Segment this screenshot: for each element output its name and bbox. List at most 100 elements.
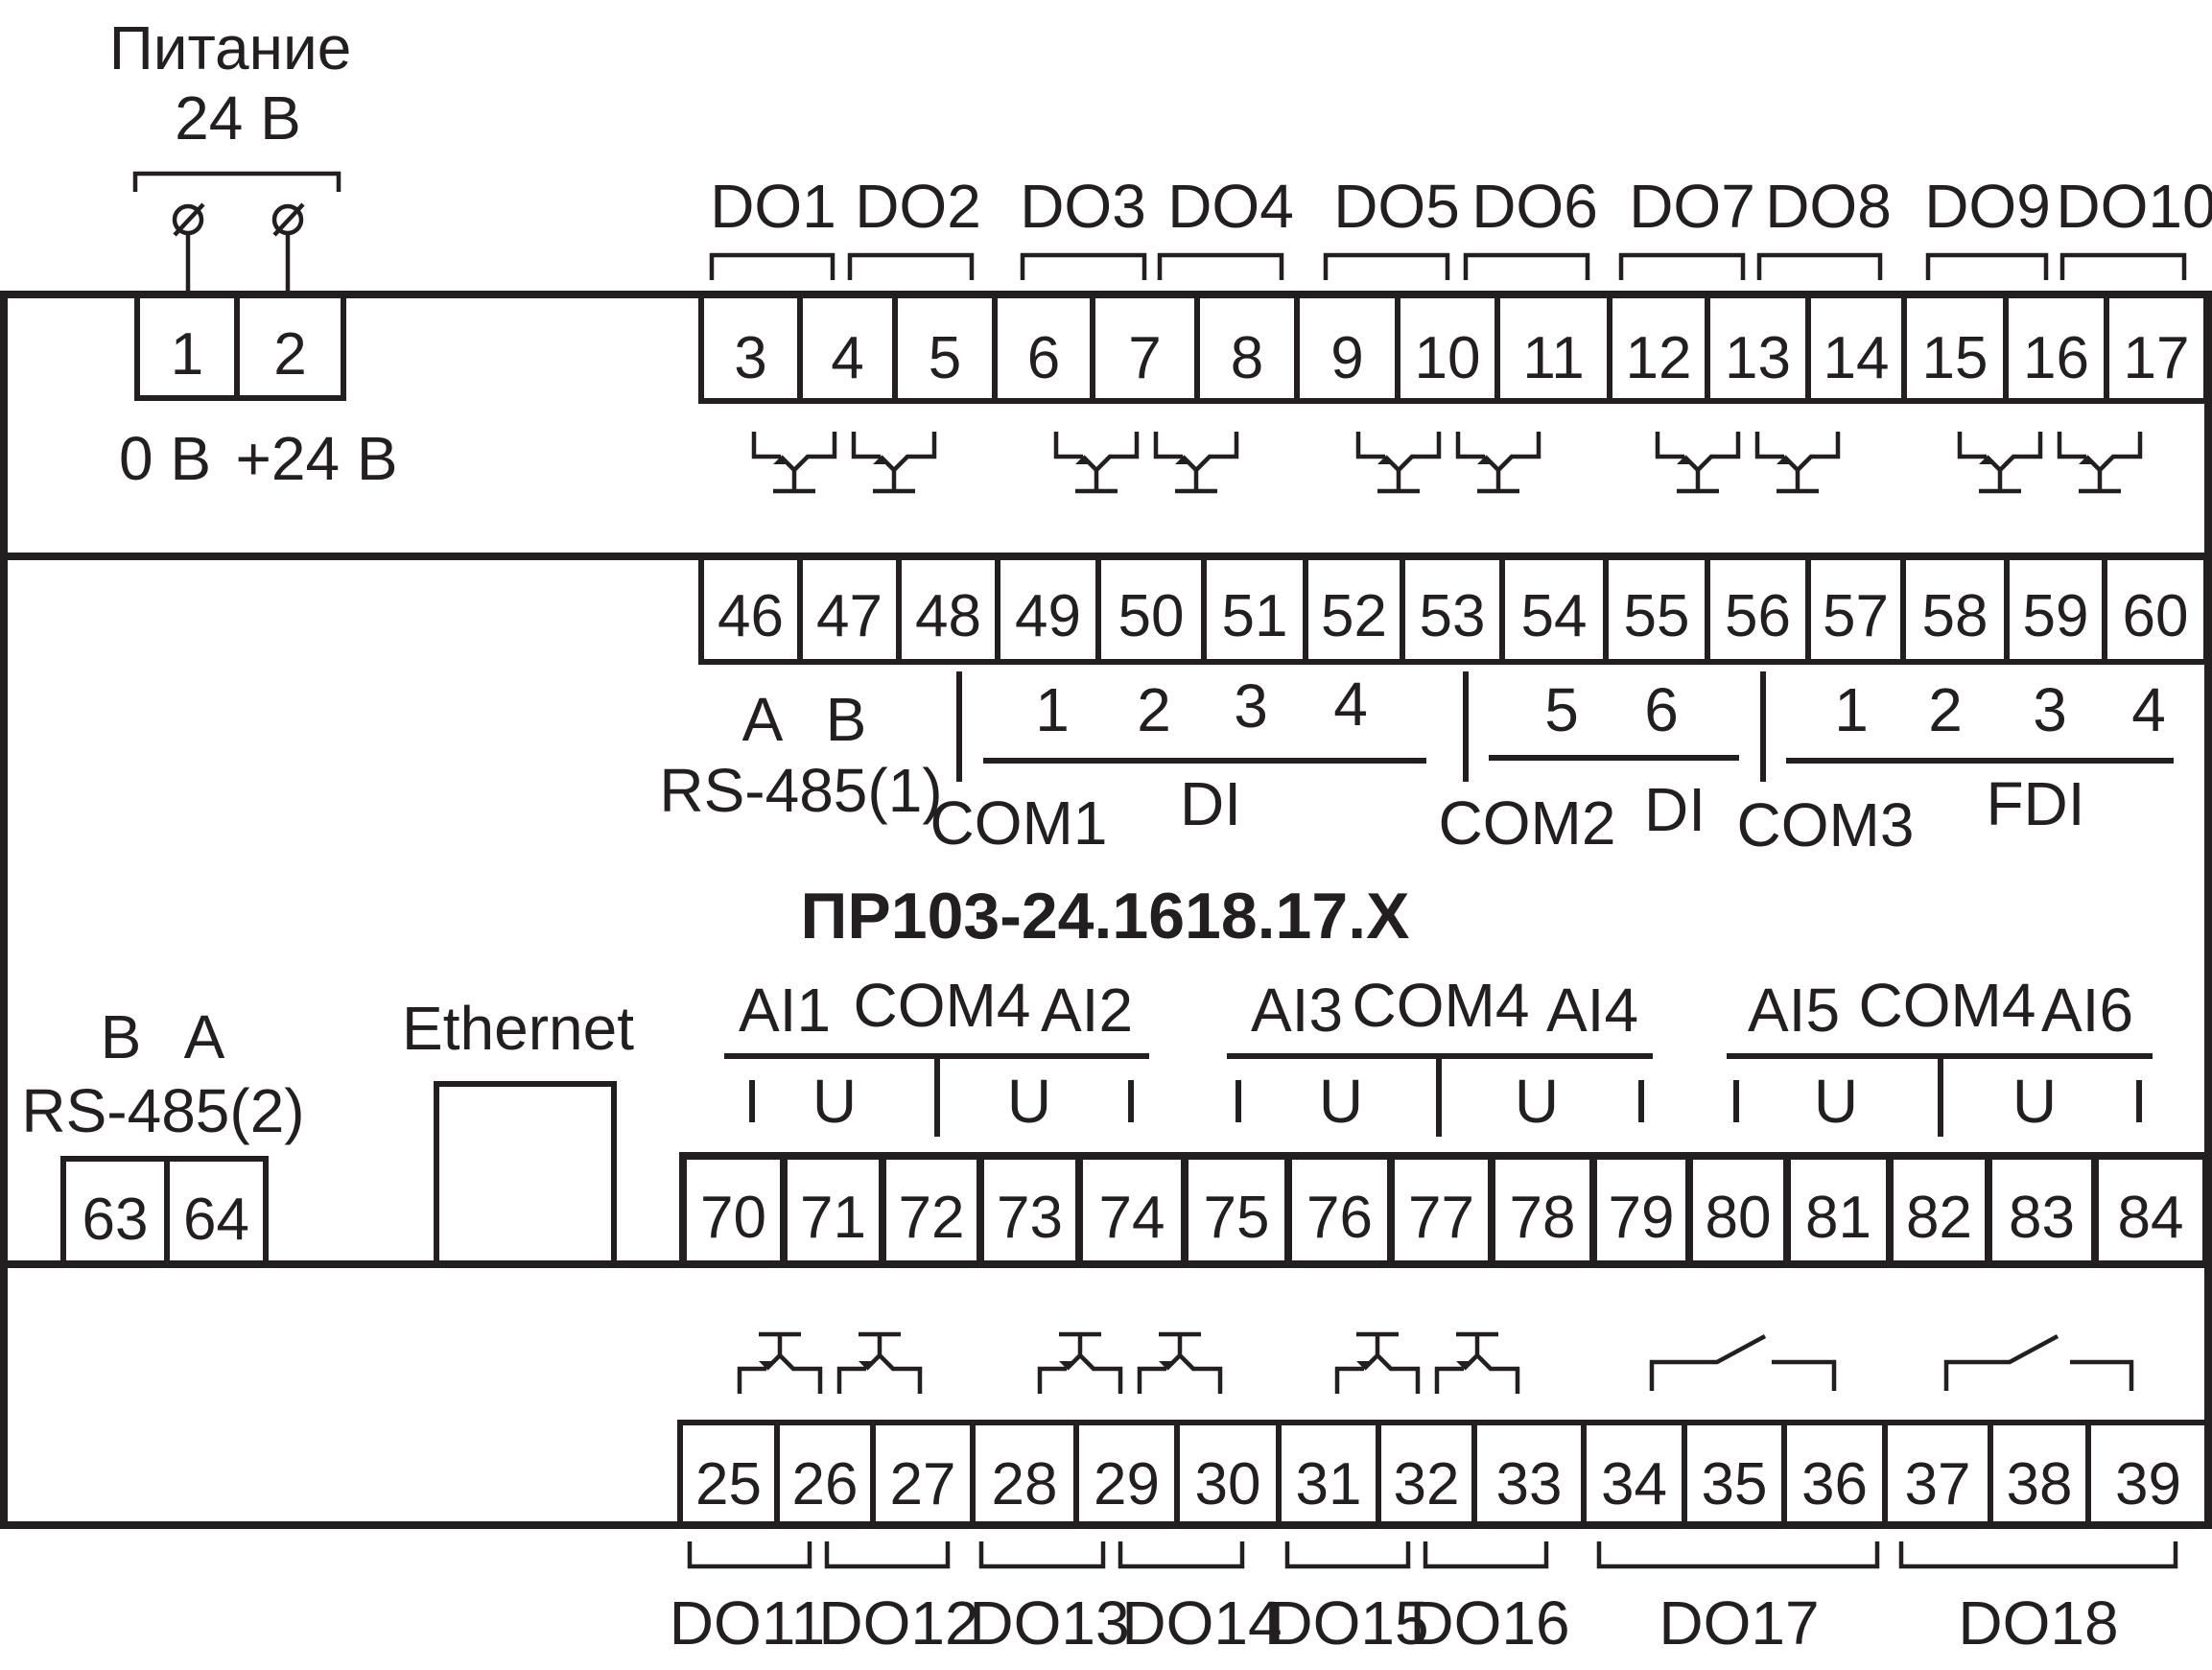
ethernet-port[interactable] [434,1081,617,1267]
rs485-2-terminal-64[interactable]: 64 [167,1159,266,1264]
bottom-terminal-30[interactable]: 30 [1177,1423,1279,1525]
top-terminal-7[interactable]: 7 [1093,294,1197,401]
ai-terminal-72[interactable]: 72 [882,1156,980,1264]
bottom-terminal-29[interactable]: 29 [1076,1423,1177,1525]
power-terminal-2[interactable]: 2 [237,294,343,398]
power-label-24v: +24 В [235,424,397,493]
ai-terminal-label: 78 [1510,1185,1576,1251]
mid-terminal-53[interactable]: 53 [1402,556,1502,662]
di2-com: COM2 [1439,788,1616,858]
rs485-1-b: B [826,685,867,754]
bot-sym-pair-1 [737,1331,923,1394]
ai-terminal-83[interactable]: 83 [1988,1156,2095,1264]
ai-terminal-74[interactable]: 74 [1079,1156,1185,1264]
top-terminal-label: 8 [1231,325,1263,391]
mid-terminal-50[interactable]: 50 [1098,556,1204,662]
bottom-terminal-34[interactable]: 34 [1584,1423,1684,1525]
ai-terminal-80[interactable]: 80 [1689,1156,1787,1264]
do-bracket [1020,252,1147,280]
bottom-terminal-25[interactable]: 25 [680,1423,777,1525]
top-sym-pair-1 [751,432,937,494]
bottom-terminal-26[interactable]: 26 [777,1423,873,1525]
do-label: DO2 [855,172,981,241]
top-terminal-5[interactable]: 5 [895,294,995,401]
mid-terminal-56[interactable]: 56 [1707,556,1808,662]
top-terminal-4[interactable]: 4 [800,294,895,401]
do-label: DO15 [1268,1588,1428,1658]
top-terminal-8[interactable]: 8 [1197,294,1297,401]
top-terminal-6[interactable]: 6 [995,294,1093,401]
mid-terminal-52[interactable]: 52 [1306,556,1402,662]
do-bracket [1463,252,1590,280]
rs485-2-terminal-63[interactable]: 63 [63,1159,167,1264]
top-terminal-17[interactable]: 17 [2106,294,2206,401]
bottom-terminal-35[interactable]: 35 [1684,1423,1784,1525]
top-terminal-3[interactable]: 3 [701,294,800,401]
mid-terminal-47[interactable]: 47 [800,556,899,662]
ai-terminal-79[interactable]: 79 [1593,1156,1689,1264]
ai-terminal-76[interactable]: 76 [1288,1156,1391,1264]
bottom-terminal-36[interactable]: 36 [1784,1423,1885,1525]
mid-terminal-55[interactable]: 55 [1606,556,1707,662]
top-terminal-11[interactable]: 11 [1497,294,1610,401]
bottom-terminal-27[interactable]: 27 [873,1423,973,1525]
bottom-terminal-37[interactable]: 37 [1885,1423,1990,1525]
mid-terminal-46[interactable]: 46 [701,556,800,662]
do-output-9: DO10 [2056,172,2212,280]
ai-terminal-label: 80 [1706,1185,1772,1251]
bot-sym-pair-3 [1334,1331,1520,1394]
ai-terminal-78[interactable]: 78 [1492,1156,1593,1264]
mid-terminal-58[interactable]: 58 [1903,556,2007,662]
ai-terminal-84[interactable]: 84 [2095,1156,2206,1264]
top-terminal-14[interactable]: 14 [1808,294,1904,401]
do-output-0: DO1 [709,172,836,280]
top-terminal-12[interactable]: 12 [1610,294,1707,401]
ai-terminal-70[interactable]: 70 [683,1156,784,1264]
ai-terminal-82[interactable]: 82 [1890,1156,1988,1264]
do-bracket [1118,1541,1245,1569]
top-terminal-15[interactable]: 15 [1904,294,2006,401]
bottom-terminal-33[interactable]: 33 [1474,1423,1584,1525]
top-sym-pair-5 [1957,432,2143,494]
rs485-2-label: RS-485(2) [21,1076,304,1145]
ai-terminal-77[interactable]: 77 [1391,1156,1492,1264]
ai-terminal-71[interactable]: 71 [784,1156,882,1264]
bottom-terminal-label: 26 [792,1451,859,1517]
do-label: DO12 [818,1588,978,1658]
di1-num-1: 1 [1035,675,1070,744]
bottom-terminal-38[interactable]: 38 [1990,1423,2088,1525]
top-terminal-label: 11 [1522,325,1584,391]
mid-terminal-60[interactable]: 60 [2105,556,2206,662]
bottom-terminal-28[interactable]: 28 [973,1423,1076,1525]
mid-terminal-51[interactable]: 51 [1204,556,1306,662]
model-title: ПР103-24.1618.17.X [801,880,1410,953]
ai-pin-label: U [1007,1067,1051,1136]
mid-terminal-57[interactable]: 57 [1808,556,1903,662]
do-bracket [824,1541,951,1569]
bottom-terminal-32[interactable]: 32 [1378,1423,1474,1525]
ai-terminal-75[interactable]: 75 [1185,1156,1288,1264]
power-terminal-1[interactable]: 1 [137,294,237,398]
mid-terminal-49[interactable]: 49 [998,556,1098,662]
mid-terminal-59[interactable]: 59 [2007,556,2105,662]
ai-terminal-73[interactable]: 73 [980,1156,1079,1264]
mid-terminal-54[interactable]: 54 [1502,556,1606,662]
top-terminal-13[interactable]: 13 [1707,294,1808,401]
fdi-num-2: 2 [1928,675,1963,744]
bottom-terminal-31[interactable]: 31 [1279,1423,1378,1525]
relay-do17-symbol [1649,1334,1837,1391]
ai-right-label: AI4 [1546,976,1638,1045]
bottom-terminal-39[interactable]: 39 [2088,1423,2208,1525]
mid-terminal-48[interactable]: 48 [899,556,998,662]
top-terminal-9[interactable]: 9 [1297,294,1398,401]
mid-terminal-label: 53 [1420,583,1486,649]
bottom-terminal-label: 31 [1296,1451,1362,1517]
top-terminal-10[interactable]: 10 [1398,294,1497,401]
mid-terminal-label: 54 [1521,583,1588,649]
bottom-terminal-label: 32 [1394,1451,1460,1517]
ai-pin-label: U [812,1067,857,1136]
ai-terminal-81[interactable]: 81 [1787,1156,1890,1264]
top-terminal-16[interactable]: 16 [2006,294,2106,401]
ai-terminal-label: 76 [1306,1185,1373,1251]
